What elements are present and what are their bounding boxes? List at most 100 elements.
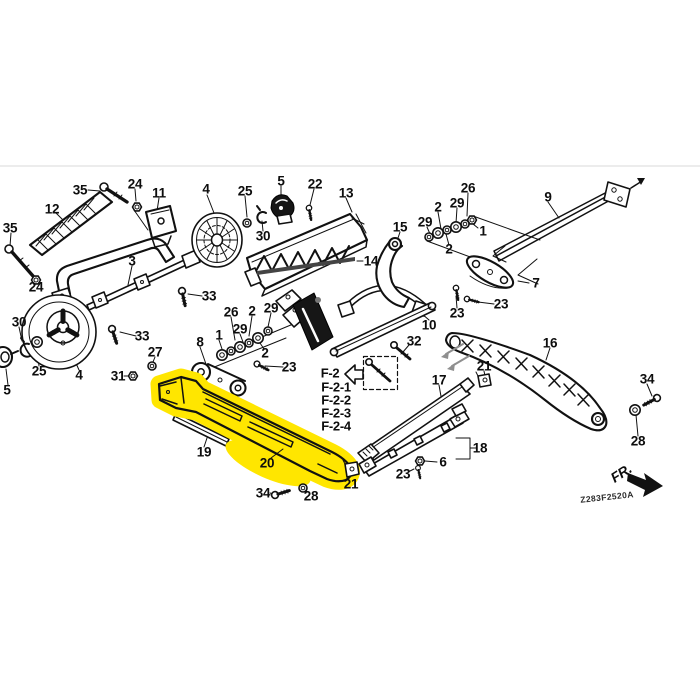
part-number-label: 26 [223,304,239,320]
part-number-label: 35 [72,182,88,198]
part-number-label: 12 [44,201,60,217]
part-number-label: 6 [439,454,447,470]
part-number-label: 30 [11,314,27,330]
part-14-rod [257,257,355,275]
part-number-label: 1 [215,327,223,343]
part-number-label: 10 [421,317,437,333]
part-number-label: 7 [532,275,540,291]
part-number-label: 22 [307,176,323,192]
part-number-label: 19 [196,444,212,460]
bolt-35-left [4,244,35,278]
part-number-label: 16 [542,335,558,351]
nut-24-top [131,202,143,212]
nut-31 [127,371,139,381]
clip-30-top [256,205,267,224]
part-number-label: 29 [263,300,279,316]
part-number-label: 18 [472,440,488,456]
part-9-bar [493,178,645,262]
part-number-label: 20 [259,455,275,471]
part-black-bracket [292,292,334,351]
part-number-label: 34 [255,485,271,501]
bolt-34-bottom [269,485,292,501]
part-number-label: 27 [147,344,163,360]
part-number-label: 29 [449,195,465,211]
part-5-cap-left [0,345,19,369]
part-number-label: 35 [2,220,18,236]
part-7-plate [465,255,515,289]
part-number-label: 17 [431,372,447,388]
ref-link-label: F-2-4 [321,418,351,434]
part-8-link [190,361,247,397]
part-number-label: 32 [406,333,422,349]
part-20-highlight [159,377,351,495]
part-number-label: 3 [128,253,136,269]
bolt-32 [389,340,412,361]
ref-link-label: F-2 [320,365,340,381]
f2-dashed-box [362,355,399,391]
part-10-roller-tube [329,301,437,358]
part-number-label: 5 [3,382,11,398]
part-number-label: 8 [196,334,204,350]
part-number-label: 4 [75,367,83,383]
part-3-axle [86,249,201,311]
part-number-label: 23 [281,359,297,375]
part-number-label: 2 [261,345,269,361]
part-number-label: 30 [255,228,271,244]
ref-link-label: F-2-3 [321,405,351,421]
part-number-label: 26 [460,180,476,196]
bolt-33-left [106,323,122,346]
part-13-tray [244,212,369,297]
part-4-wheel-top [191,212,243,268]
clip-21-right [475,371,492,388]
nut-6 [414,456,426,466]
part-5-holder-top [270,194,295,225]
part-15-bracket [375,236,411,309]
clip-30-left [19,337,31,358]
part-number-label: 9 [544,189,552,205]
bolt-33-right [176,285,190,308]
part-number-label: 33 [201,288,217,304]
bolt-23-b [462,294,481,306]
part-number-label: 24 [28,279,44,295]
washer-27 [147,361,157,371]
part-number-label: 29 [417,214,433,230]
washer-group-top-right [424,215,478,242]
clip-21-left [342,459,360,478]
washer-25-top [242,218,252,228]
washer-25-left [30,335,44,349]
part-number-label: 4 [202,181,210,197]
part-number-label: 5 [277,173,285,189]
part-number-label: 24 [127,176,143,192]
bolt-22 [304,203,315,222]
bolt-35-top [99,182,129,204]
part-number-label: 15 [392,219,408,235]
part-number-label: 21 [343,476,359,492]
washer-28-right [628,403,642,417]
part-16-lattice-arm [444,331,608,432]
part-number-label: 28 [630,433,646,449]
bolt-23-bottom [414,464,424,480]
part-number-label: 2 [434,199,442,215]
part-number-label: 33 [134,328,150,344]
assembly-direction-arrows [441,343,470,371]
part-20-arm [157,375,353,483]
part-number-label: 28 [303,488,319,504]
part-number-label: 2 [445,241,453,257]
part-number-label: 1 [479,223,487,239]
ref-link-label: F-2-1 [321,379,351,395]
ref-link-label: F-2-2 [321,392,351,408]
leader-lines [5,185,653,480]
part-number-label: 31 [110,368,126,384]
part-12-lattice-strip [28,190,114,257]
part-number-label: 23 [395,466,411,482]
part-number-label: 14 [363,253,379,269]
bolt-f2 [364,357,392,383]
part-18-bar [358,403,470,477]
part-11-bracket [144,204,178,248]
part-4-wheel-left [21,294,97,370]
part-number-label: 23 [493,296,509,312]
part-number-label: 13 [338,185,354,201]
part-number-label: 34 [639,371,655,387]
